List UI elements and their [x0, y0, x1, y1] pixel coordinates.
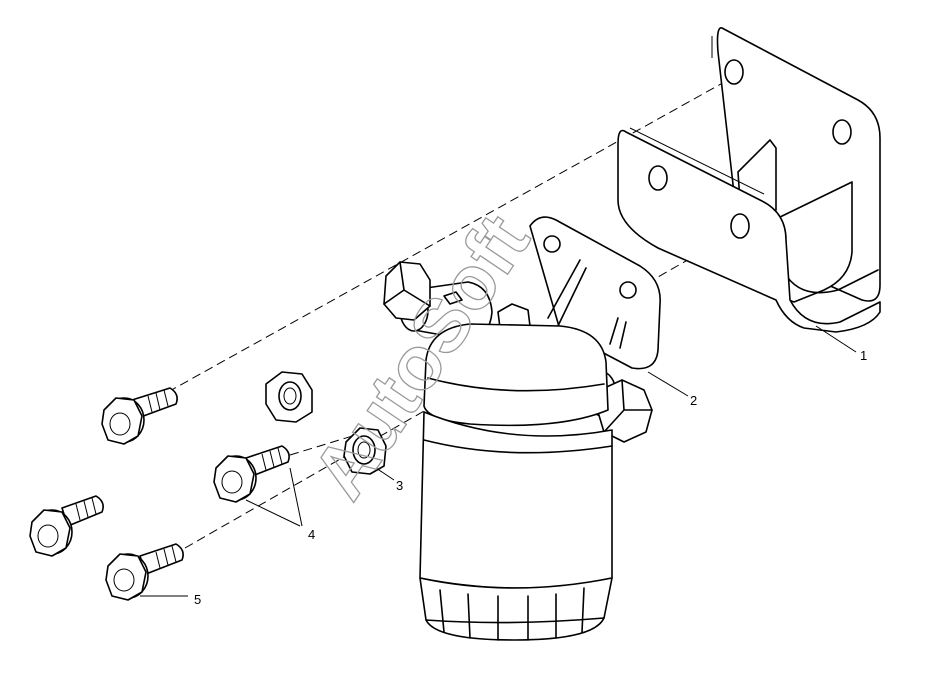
flange-bolt [29, 495, 104, 557]
leader-lines [140, 325, 857, 597]
flange-hole-icon [543, 235, 561, 253]
bracket-hole-icon [832, 119, 852, 145]
callout-5: 5 [194, 592, 201, 607]
callout-2: 2 [690, 393, 697, 408]
flange-bolt [213, 445, 290, 503]
right-fitting-nut [597, 379, 653, 443]
callout-4: 4 [308, 527, 315, 542]
bracket-hole-icon [724, 59, 744, 85]
filter-head [383, 216, 661, 443]
flange-bolt [105, 543, 184, 601]
filter-cartridge [419, 411, 613, 641]
bracket-hole-icon [730, 213, 750, 239]
hex-nut [343, 427, 387, 475]
callout-3: 3 [396, 478, 403, 493]
callout-1: 1 [860, 348, 867, 363]
flange-hole-icon [619, 281, 637, 299]
bracket-hole-icon [648, 165, 668, 191]
flange-bolt [101, 387, 178, 445]
mounting-bracket [617, 27, 881, 333]
hex-nut [265, 371, 313, 423]
